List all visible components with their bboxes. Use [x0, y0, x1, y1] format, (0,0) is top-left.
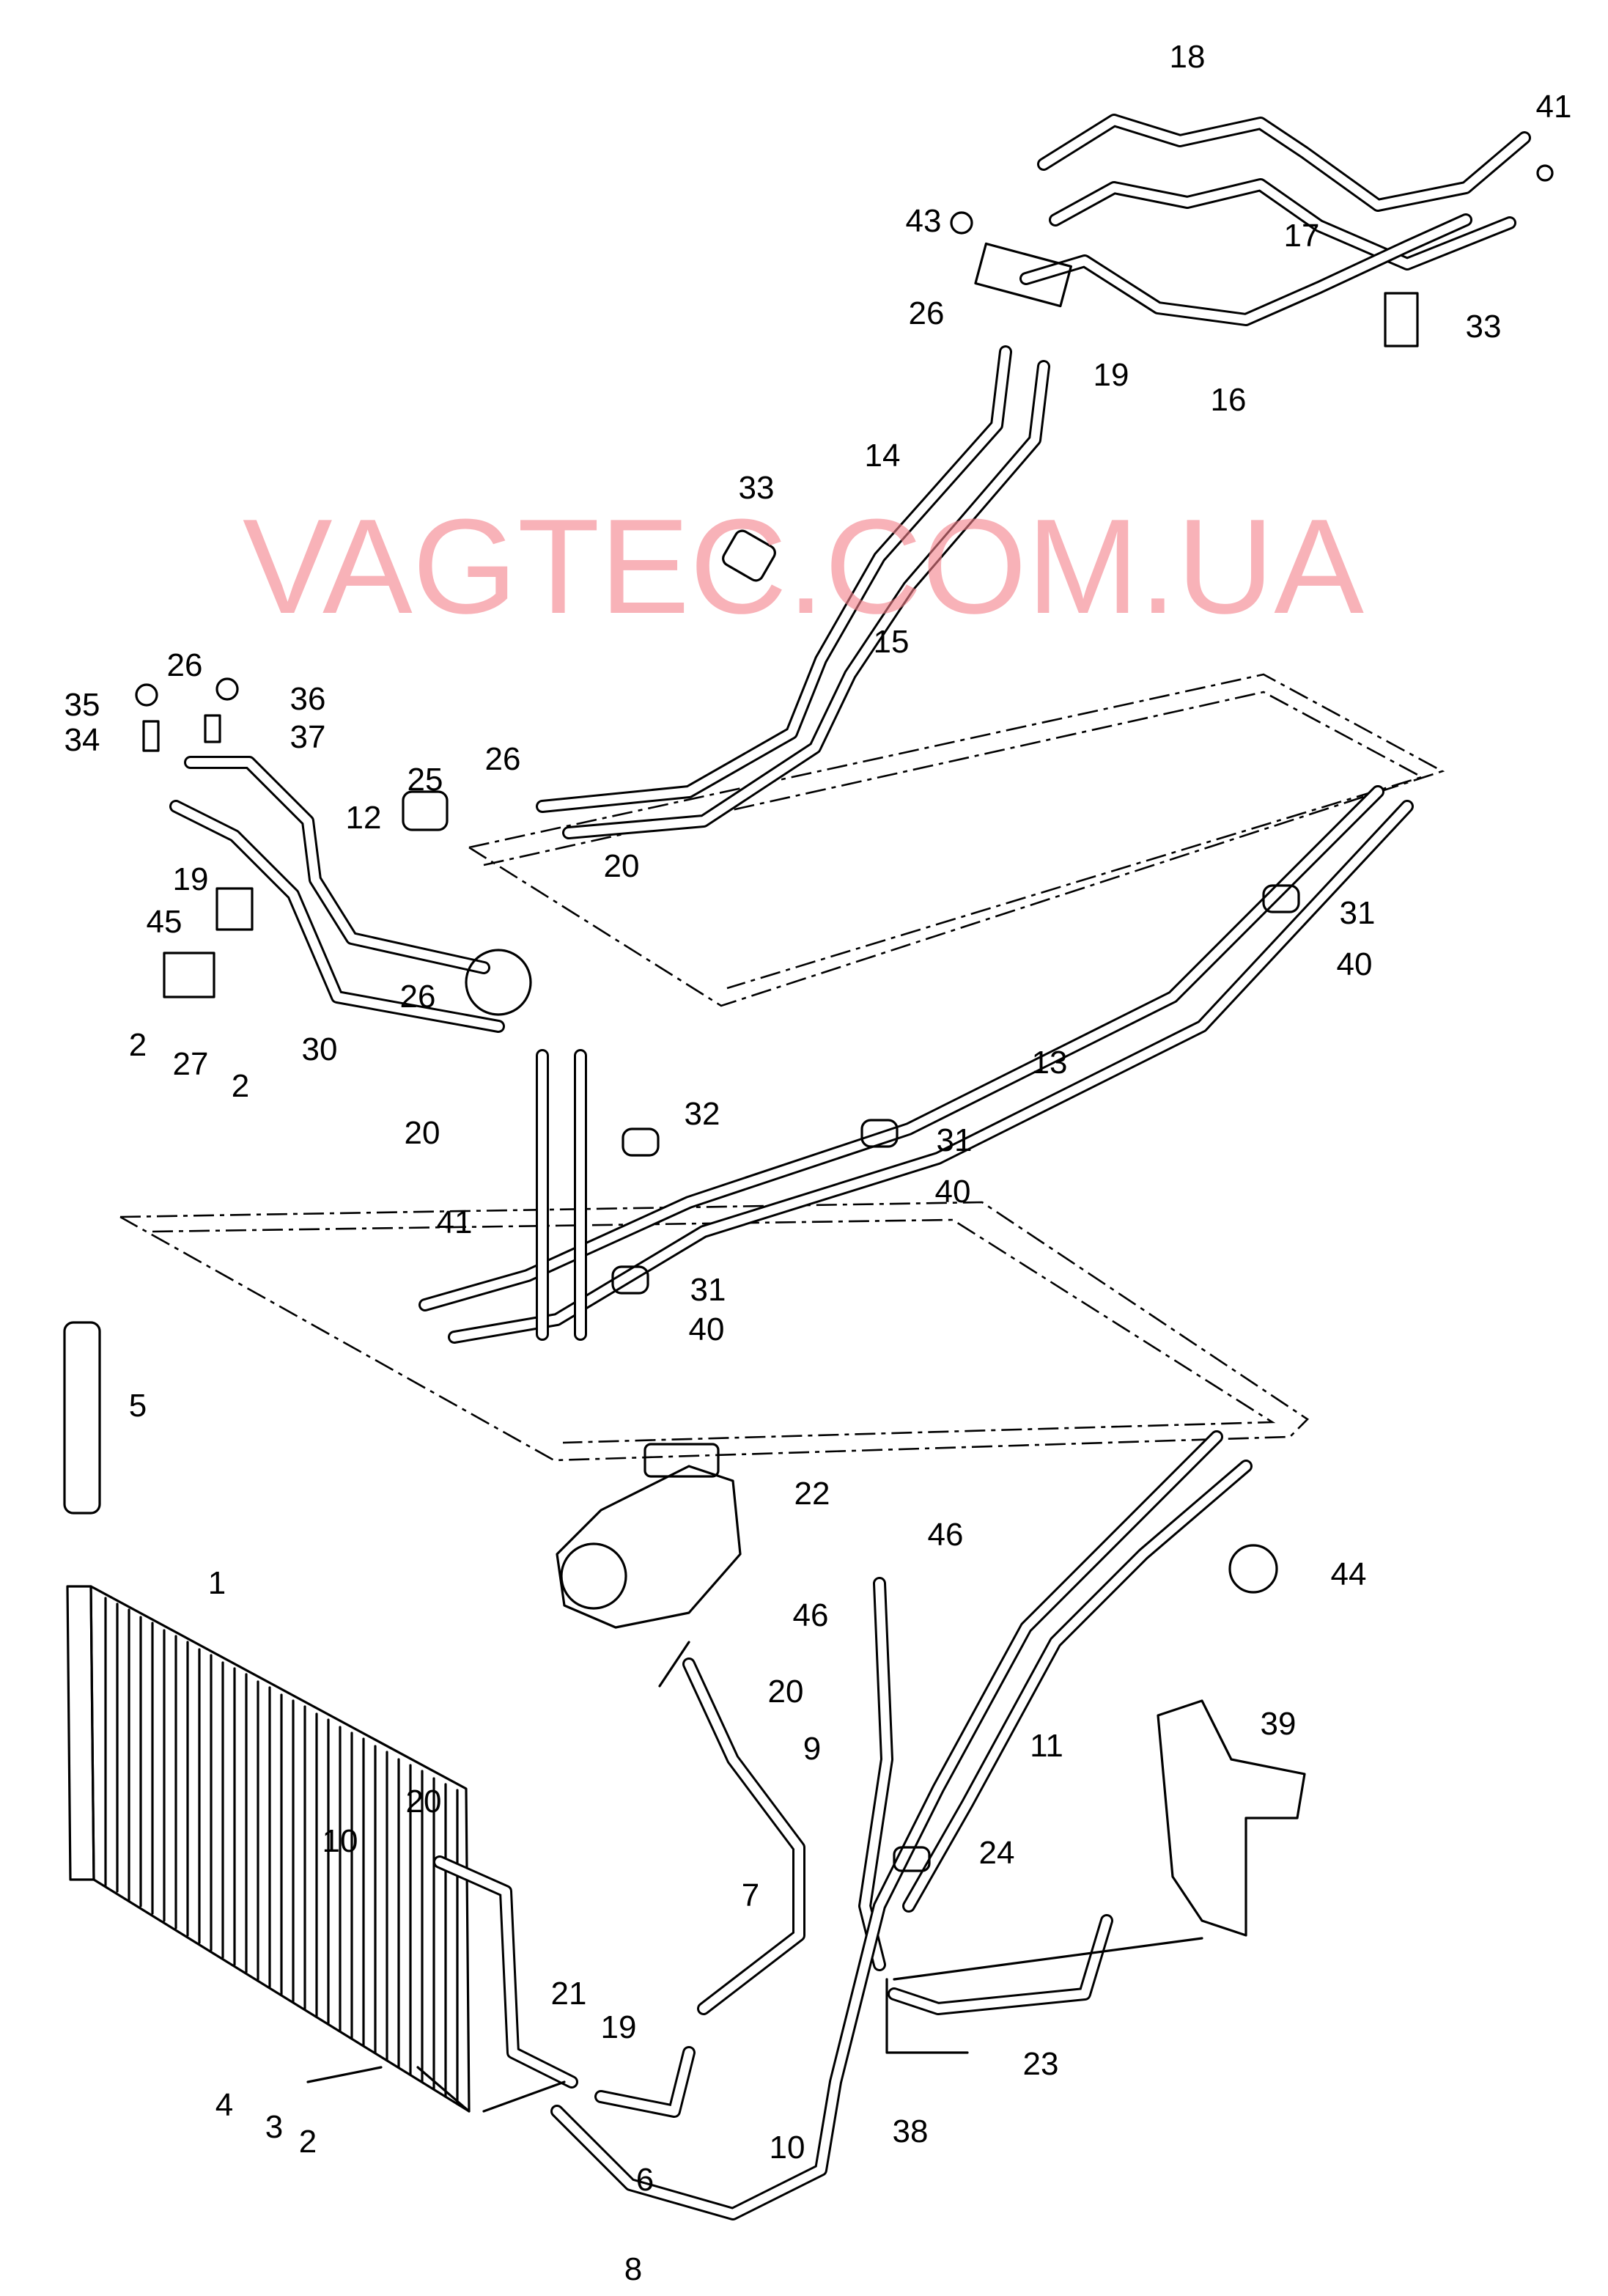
assembly-frame-lower [119, 1201, 1310, 1462]
watermark: VAGTEC.COM.UA [243, 490, 1364, 641]
callout-23: 40 [1337, 946, 1373, 982]
callout-47: 20 [406, 1784, 442, 1819]
callout-18: 25 [407, 762, 443, 798]
receiver-drier-5 [63, 1321, 101, 1515]
callout-49: 24 [979, 1835, 1015, 1871]
callout-0: 18 [1170, 39, 1206, 75]
callout-53: 23 [1023, 2046, 1059, 2082]
callout-54: 4 [215, 2087, 233, 2123]
callout-35: 31 [690, 1272, 726, 1308]
callout-36: 40 [689, 1311, 725, 1347]
callout-14: 34 [64, 722, 100, 758]
callout-3: 17 [1284, 218, 1320, 254]
callout-4: 26 [909, 295, 945, 331]
callout-56: 2 [299, 2124, 317, 2160]
callout-39: 46 [928, 1517, 964, 1553]
callout-55: 3 [265, 2109, 283, 2145]
line-14-15 [536, 345, 1050, 839]
callout-58: 10 [770, 2130, 805, 2166]
compressor [556, 1443, 742, 1629]
callout-20: 20 [604, 848, 640, 884]
callout-11: 26 [167, 647, 203, 683]
callout-46: 39 [1261, 1706, 1297, 1742]
callout-33: 40 [935, 1174, 971, 1210]
condenser-1 [66, 1585, 471, 2113]
callout-44: 9 [803, 1731, 821, 1767]
lower-lines [433, 1430, 1306, 2220]
callout-37: 5 [129, 1388, 147, 1424]
callout-7: 16 [1211, 382, 1247, 418]
callout-52: 19 [601, 2009, 637, 2045]
callout-38: 22 [794, 1476, 830, 1512]
callout-6: 33 [1466, 309, 1502, 345]
callout-27: 30 [302, 1031, 338, 1067]
callout-26: 2 [232, 1068, 249, 1104]
callout-19: 19 [173, 861, 209, 897]
line-18-17-assembly [950, 114, 1554, 347]
callout-15: 37 [290, 719, 326, 755]
callout-12: 35 [64, 687, 100, 723]
callout-16: 26 [485, 741, 521, 777]
callout-13: 36 [290, 681, 326, 717]
callout-60: 8 [624, 2251, 642, 2287]
line-13 [418, 785, 1414, 1344]
callout-29: 13 [1032, 1045, 1068, 1081]
callout-21: 45 [147, 904, 182, 940]
callout-30: 20 [405, 1115, 440, 1151]
callout-48: 10 [322, 1823, 358, 1859]
callout-34: 41 [437, 1204, 473, 1240]
callout-40: 44 [1331, 1556, 1367, 1592]
callout-42: 46 [793, 1597, 829, 1633]
callout-51: 21 [551, 1976, 587, 2012]
callout-2: 43 [906, 203, 942, 239]
callout-59: 38 [893, 2113, 929, 2149]
callout-8: 14 [865, 438, 901, 474]
callout-24: 2 [129, 1027, 147, 1063]
callout-57: 6 [636, 2162, 654, 2198]
assembly-frame-upper [468, 673, 1445, 1007]
callout-22: 31 [1340, 895, 1376, 931]
callout-9: 33 [739, 470, 775, 506]
line-12 [135, 677, 532, 1033]
callout-5: 19 [1093, 357, 1129, 393]
callout-25: 27 [173, 1046, 209, 1082]
callout-17: 12 [346, 800, 382, 836]
callout-1: 41 [1536, 89, 1572, 125]
callout-10: 15 [874, 624, 910, 660]
callout-28: 26 [400, 979, 436, 1015]
callout-45: 11 [1030, 1728, 1063, 1764]
callout-31: 32 [685, 1096, 720, 1132]
callout-32: 31 [937, 1122, 973, 1158]
callout-50: 7 [742, 1877, 759, 1913]
callout-41: 1 [208, 1565, 226, 1601]
callout-43: 20 [768, 1674, 804, 1710]
